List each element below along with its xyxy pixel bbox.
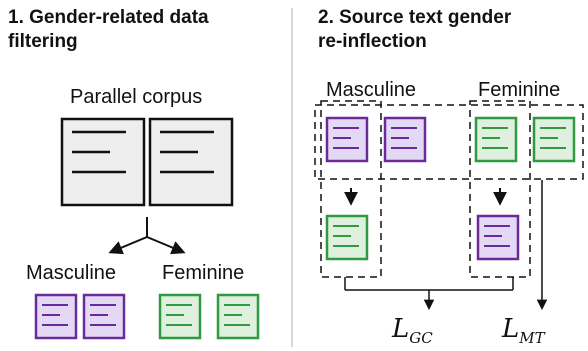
corpus-source-document	[60, 117, 146, 207]
parallel-corpus-label: Parallel corpus	[70, 86, 203, 108]
loss-gc-subscript: GC	[409, 329, 433, 347]
left-feminine-label: Feminine	[162, 262, 245, 284]
right-masculine-doc-1	[325, 116, 369, 163]
loss-gc-symbol: L	[392, 314, 410, 344]
corpus-target-document	[148, 117, 234, 207]
loss-mt-label: LMT	[502, 316, 545, 351]
masculine-column-outline	[320, 100, 382, 278]
loss-gc-label: LGC	[392, 316, 433, 351]
filtered-pairs-outline	[314, 104, 584, 180]
right-masculine-label: Masculine	[326, 79, 417, 101]
right-feminine-doc-2	[532, 116, 576, 163]
reinflected-feminine-doc	[325, 214, 369, 261]
feminine-column-outline	[469, 100, 531, 278]
left-panel-title: 1. Gender-related data filtering	[8, 7, 209, 52]
reinflected-masculine-doc	[476, 214, 520, 261]
split-arrows	[108, 217, 186, 255]
left-masculine-doc-1	[34, 293, 78, 340]
left-masculine-label: Masculine	[26, 262, 117, 284]
left-masculine-doc-2	[82, 293, 126, 340]
loss-mt-subscript: MT	[519, 329, 545, 347]
right-feminine-label: Feminine	[478, 79, 561, 101]
gc-merge-arrow	[344, 277, 514, 311]
right-panel-title: 2. Source text gender re-inflection	[318, 7, 512, 52]
left-feminine-doc-2	[216, 293, 260, 340]
left-feminine-doc-1	[158, 293, 202, 340]
right-masculine-doc-2	[383, 116, 427, 163]
loss-mt-symbol: L	[502, 314, 520, 344]
right-feminine-doc-1	[474, 116, 518, 163]
